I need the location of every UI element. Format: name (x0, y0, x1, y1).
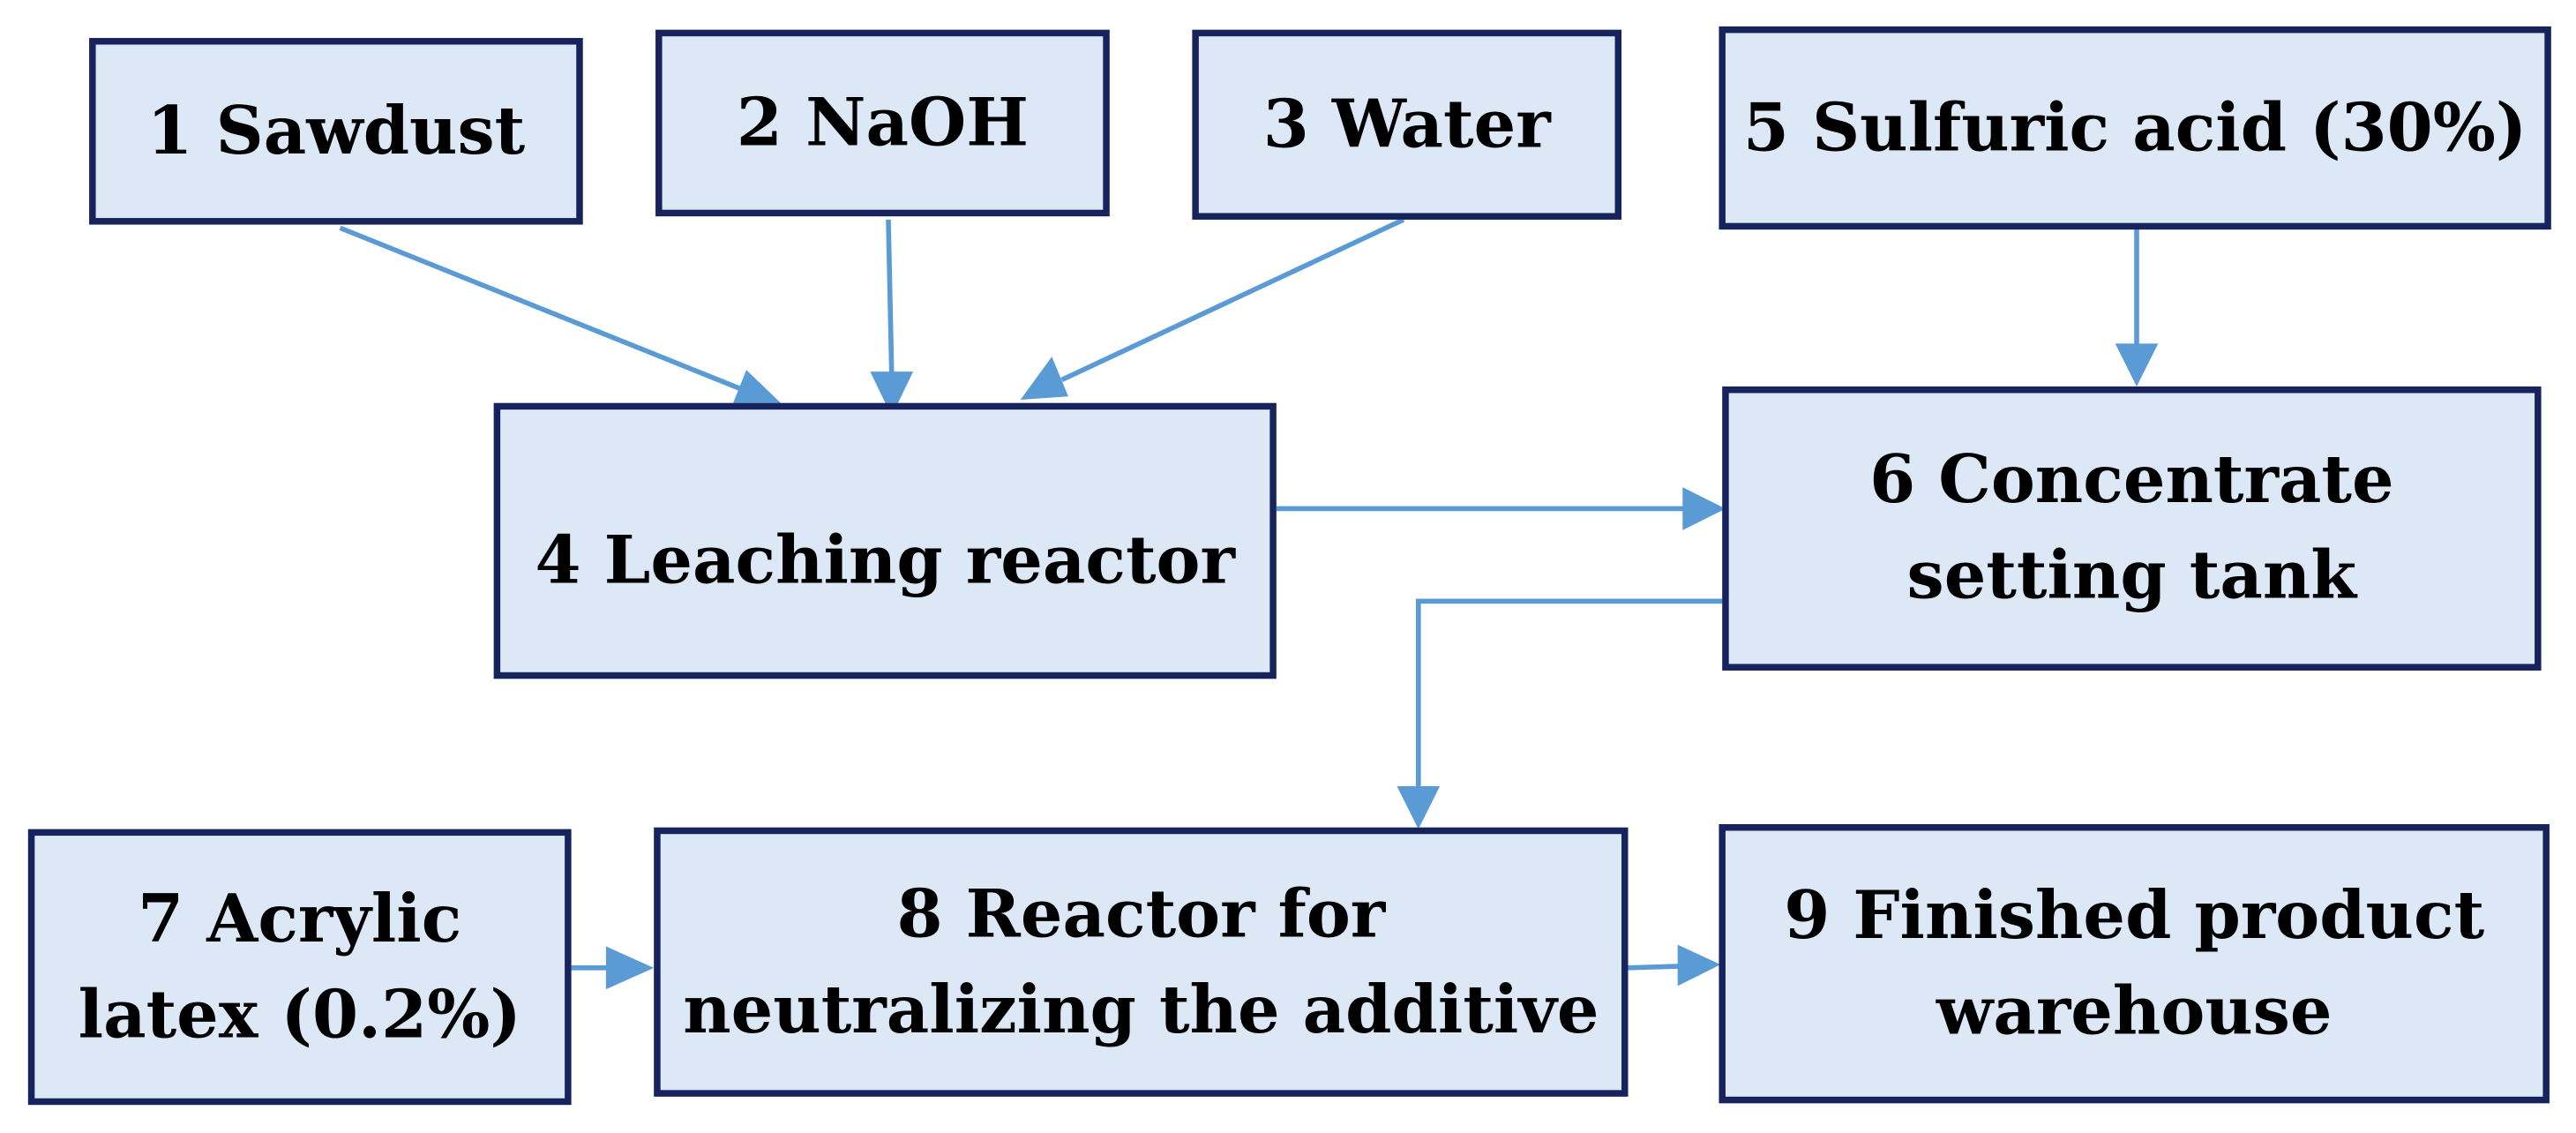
node-leaching-reactor: 4 Leaching reactor (493, 402, 1277, 679)
node-sawdust-label: 1 Sawdust (146, 91, 526, 169)
node-acrylic-latex-line1: 7 Acrylic (138, 879, 462, 957)
node-warehouse-line1: 9 Finished product (1784, 875, 2485, 954)
node-sulfuric-acid: 5 Sulfuric acid (30%) (1719, 26, 2551, 230)
node-naoh: 2 NaOH (655, 29, 1110, 217)
node-naoh-label: 2 NaOH (736, 83, 1029, 161)
arrowhead-leaching-to-concentrate (1682, 487, 1726, 530)
node-neutralizing-reactor-line1: 8 Reactor for (896, 874, 1386, 953)
node-warehouse: 9 Finished product warehouse (1719, 823, 2550, 1104)
arrow-water-to-leaching (1060, 217, 1405, 383)
node-acrylic-latex-line2: latex (0.2%) (78, 975, 521, 1054)
node-concentrate-tank-line1: 6 Concentrate (1869, 440, 2394, 519)
arrowhead-water-to-leaching (1020, 356, 1069, 400)
node-concentrate-tank: 6 Concentrate setting tank (1722, 386, 2542, 671)
arrowhead-neutralizing-to-warehouse (1677, 944, 1721, 987)
node-neutralizing-reactor-line2: neutralizing the additive (683, 970, 1599, 1048)
node-leaching-reactor-label: 4 Leaching reactor (535, 521, 1235, 599)
node-warehouse-line2: warehouse (1936, 972, 2333, 1050)
arrowhead-concentrate-to-neutralizing (1397, 785, 1441, 829)
arrowhead-sawdust-to-leaching (730, 370, 785, 412)
node-sulfuric-acid-label: 5 Sulfuric acid (30%) (1742, 88, 2527, 167)
arrow-concentrate-to-neutralizing (1415, 598, 1727, 790)
arrowhead-naoh-to-leaching (870, 371, 914, 416)
arrowhead-sulfuric-to-concentrate (2115, 343, 2159, 386)
arrow-sawdust-to-leaching (339, 225, 745, 393)
arrowhead-latex-to-neutralizing (605, 946, 655, 990)
node-sawdust: 1 Sawdust (89, 38, 583, 225)
node-concentrate-tank-line2: setting tank (1906, 536, 2357, 615)
node-acrylic-latex: 7 Acrylic latex (0.2%) (27, 829, 572, 1106)
node-neutralizing-reactor: 8 Reactor for neutralizing the additive (654, 827, 1629, 1097)
arrow-naoh-to-leaching (886, 219, 895, 374)
node-water: 3 Water (1192, 29, 1622, 220)
node-water-label: 3 Water (1262, 85, 1551, 163)
arrow-neutralizing-to-warehouse (1628, 964, 1681, 971)
